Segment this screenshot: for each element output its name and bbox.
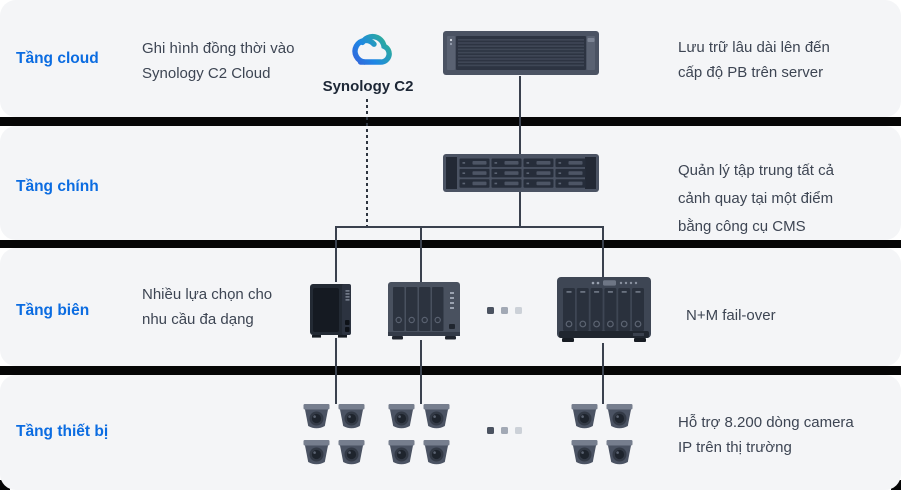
synology-c2-label: Synology C2 [322, 78, 414, 95]
camera-group-2 [388, 404, 450, 468]
dome-camera-icon [338, 404, 365, 432]
tier-divider [0, 366, 901, 375]
synology-c2-cloud-icon [343, 27, 395, 73]
tower-nas-6bay-icon [557, 277, 651, 343]
dome-camera-icon [388, 404, 415, 432]
connector-nas4-to-cameras [420, 340, 422, 404]
camera-group-1 [303, 404, 365, 468]
device-tier-note: Hỗ trợ 8.200 dòng camera IP trên thị trư… [678, 414, 854, 456]
main-tier-note: Quản lý tập trung tất cả cảnh quay tại m… [678, 162, 834, 235]
tier-divider [0, 117, 901, 126]
dome-camera-icon [423, 404, 450, 432]
camera-group-3 [571, 404, 633, 468]
connector-branch-middle [420, 226, 422, 282]
edge-tier-note: N+M fail-over [686, 307, 776, 324]
dome-camera-icon [303, 404, 330, 432]
dome-camera-icon [571, 404, 598, 432]
dome-camera-icon [303, 440, 330, 468]
rack-server-icon [443, 31, 599, 75]
cloud-tier-note: Lưu trữ lâu dài lên đến cấp độ PB trên s… [678, 39, 830, 81]
cloud-tier-description: Ghi hình đồng thời vào Synology C2 Cloud [142, 40, 295, 82]
ellipsis-icon [487, 427, 522, 434]
connector-rackstation-down [519, 192, 521, 226]
connector-nas2-to-cameras [335, 338, 337, 404]
tier-label-cloud: Tầng cloud [16, 50, 99, 67]
tier-row-device [0, 375, 901, 490]
tier-divider [0, 240, 901, 248]
rackstation-12bay-icon [443, 154, 599, 192]
tier-label-main: Tầng chính [16, 178, 99, 195]
dome-camera-icon [388, 440, 415, 468]
dome-camera-icon [423, 440, 450, 468]
edge-tier-description: Nhiều lựa chọn cho nhu cầu đa dạng [142, 286, 273, 328]
tier-label-edge: Tầng biên [16, 302, 90, 319]
connector-branch-left [335, 226, 337, 282]
connector-branch-right [602, 226, 604, 277]
dome-camera-icon [338, 440, 365, 468]
dome-camera-icon [606, 404, 633, 432]
dome-camera-icon [571, 440, 598, 468]
connector-server-to-rackstation [519, 76, 521, 154]
dome-camera-icon [606, 440, 633, 468]
tower-nas-4bay-icon [388, 282, 460, 340]
connector-branch-horizontal [335, 226, 604, 228]
connector-c2-cloud-dotted [366, 99, 368, 226]
tower-nas-2bay-icon [309, 282, 353, 338]
tier-label-device: Tầng thiết bị [16, 423, 109, 440]
ellipsis-icon [487, 307, 522, 314]
connector-nas6-to-cameras [602, 343, 604, 404]
